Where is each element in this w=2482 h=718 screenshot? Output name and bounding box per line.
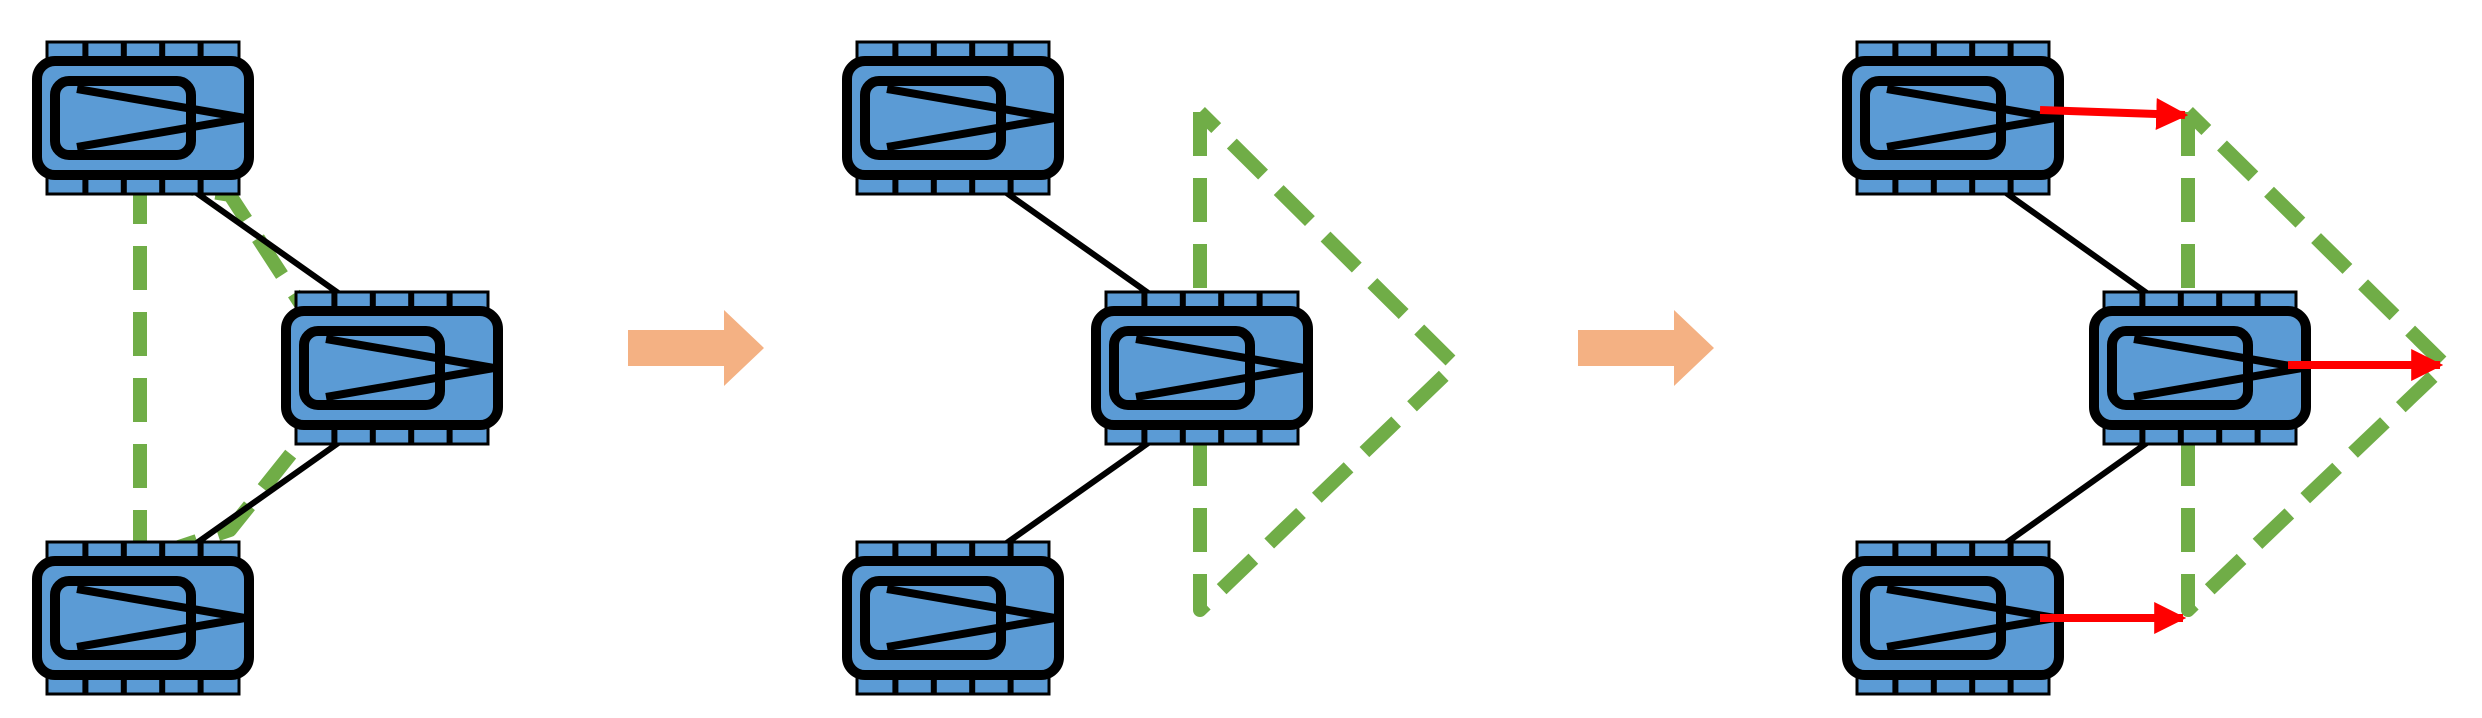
formation-triangle-goal xyxy=(2181,107,2452,617)
robot-top-panel-2 tracked-robot-icon xyxy=(842,40,1064,196)
robot-turret xyxy=(2107,326,2253,410)
motion-arrow-top motion-arrow-icon xyxy=(2039,98,2189,130)
step-arrow-shape xyxy=(628,310,764,386)
robot-bottom-panel-3 tracked-robot-icon xyxy=(1842,540,2064,696)
arrows-layer xyxy=(628,98,2444,634)
robot-middle-panel-2 tracked-robot-icon xyxy=(1091,290,1313,446)
robot-direction-wedge xyxy=(76,585,249,651)
robot-turret xyxy=(50,76,196,160)
robot-bottom-panel-1 tracked-robot-icon xyxy=(32,540,254,696)
robots-layer xyxy=(32,40,2311,696)
robot-direction-wedge xyxy=(1886,85,2059,151)
formation-triangle-target xyxy=(1193,107,1462,617)
robot-top-panel-3 tracked-robot-icon xyxy=(1842,40,2064,196)
step-arrow-shape xyxy=(1578,310,1714,386)
robot-turret xyxy=(50,576,196,660)
robot-turret xyxy=(860,576,1006,660)
robot-direction-wedge xyxy=(76,85,249,151)
robot-turret xyxy=(1860,76,2006,160)
robot-turret xyxy=(860,76,1006,160)
formation-triangle-initial xyxy=(133,173,357,567)
robot-middle-panel-1 tracked-robot-icon xyxy=(281,290,503,446)
step-arrow-2 step-arrow-icon xyxy=(1578,310,1714,386)
robot-direction-wedge xyxy=(325,335,498,401)
robot-top-panel-1 tracked-robot-icon xyxy=(32,40,254,196)
robot-direction-wedge xyxy=(886,85,1059,151)
robot-direction-wedge xyxy=(1135,335,1308,401)
formation-layer xyxy=(133,107,2452,617)
robot-turret xyxy=(1860,576,2006,660)
robot-direction-wedge xyxy=(886,585,1059,651)
robot-middle-panel-3 tracked-robot-icon xyxy=(2089,290,2311,446)
robot-turret xyxy=(299,326,445,410)
step-arrow-1 step-arrow-icon xyxy=(628,310,764,386)
robot-turret xyxy=(1109,326,1255,410)
motion-arrow-line xyxy=(2039,98,2189,130)
robot-bottom-panel-2 tracked-robot-icon xyxy=(842,540,1064,696)
